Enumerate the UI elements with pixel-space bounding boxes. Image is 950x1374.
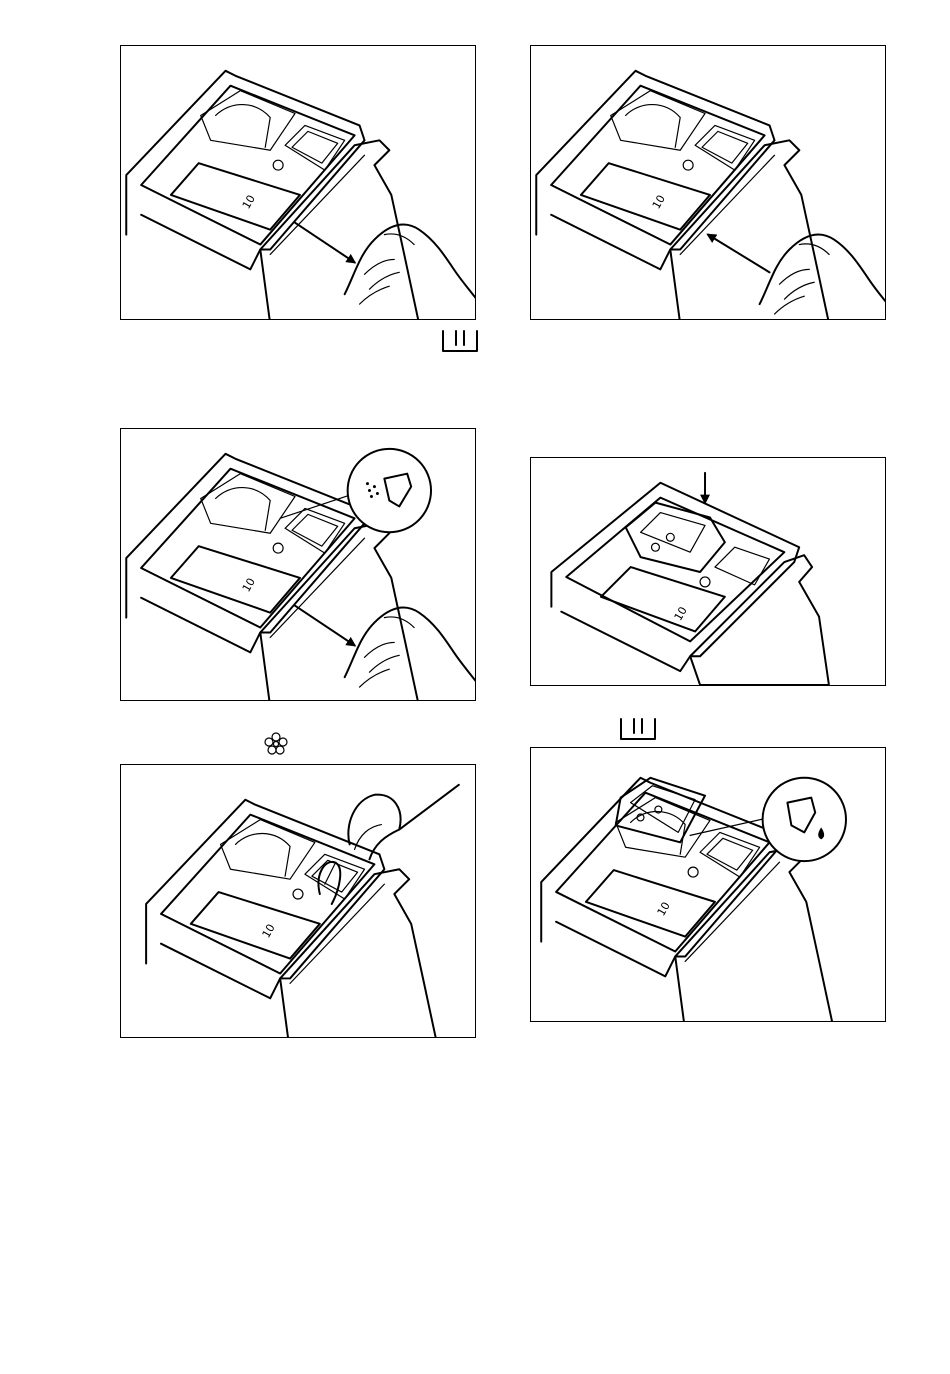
step-insert-liquid-container: 10 [530,457,886,686]
drawer-liquid-illustration [531,748,885,1021]
step-liquid-detergent [530,747,886,1022]
drawer-softener-illustration [121,765,475,1037]
svg-text:10: 10 [672,604,690,623]
drawer-insert-illustration: 10 [531,458,885,685]
fabric-softener-flower-icon [264,732,288,756]
push-in-arrow [708,235,770,273]
step-softener-compartment [120,764,476,1038]
drawer-push-illustration [531,46,885,319]
step-push-in-drawer [530,45,886,320]
drawer-powder-illustration [121,429,475,700]
pull-out-arrow [295,223,355,263]
main-wash-compartment-icon-2 [618,716,658,742]
step-pull-out-drawer [120,45,476,320]
main-wash-compartment-icon [440,328,480,354]
drawer-pull-illustration [121,46,475,319]
step-powder-detergent [120,428,476,701]
